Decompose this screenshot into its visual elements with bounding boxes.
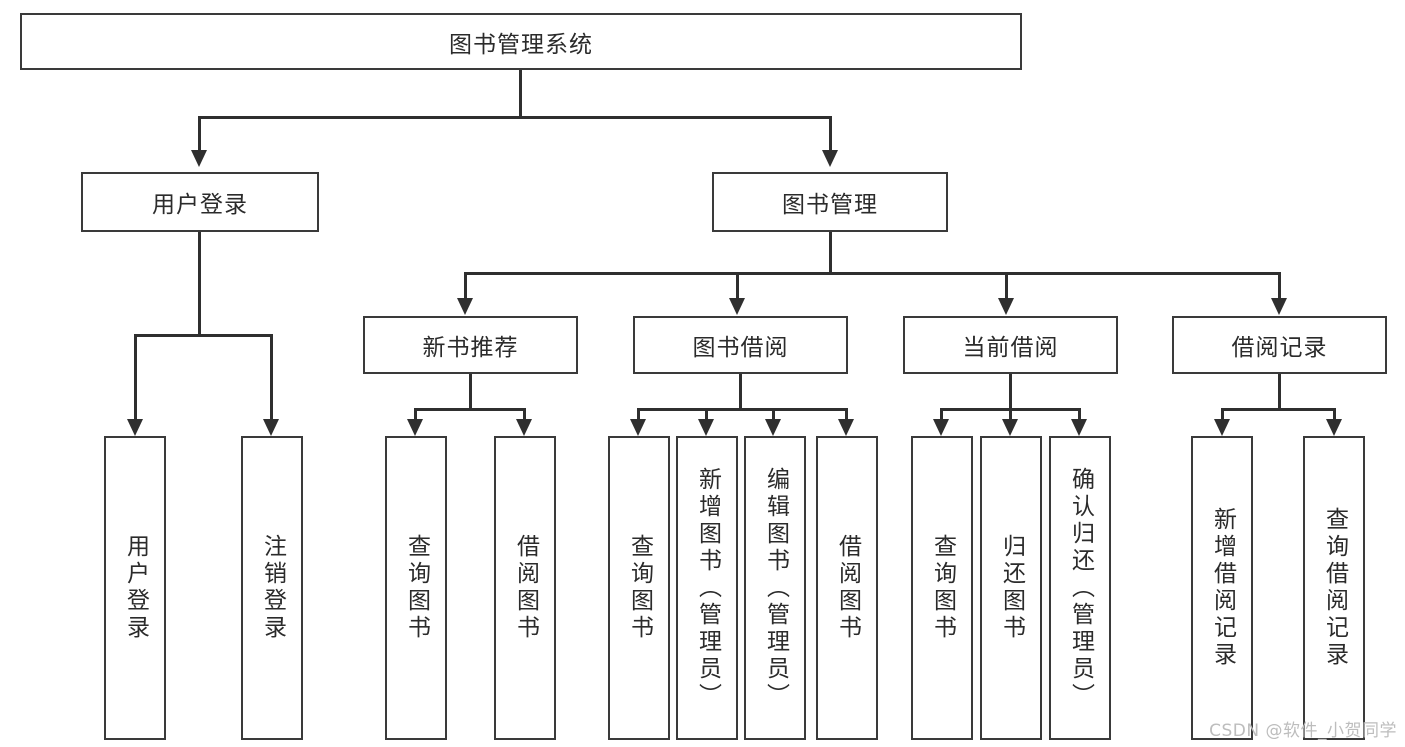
edge-bb-to-leaf-2 [772, 408, 775, 419]
node-label: 归还图书 [998, 534, 1025, 642]
edge-nb-to-leaf-1 [523, 408, 526, 419]
node-label: 用户登录 [152, 192, 248, 218]
leaf-query-book-new[interactable]: 查询图书 [385, 436, 447, 740]
node-label: 图书借阅 [692, 335, 789, 361]
edge-new-book-bus [414, 408, 526, 411]
edge-user-login-stem [198, 232, 201, 336]
leaf-return-book[interactable]: 归还图书 [980, 436, 1042, 740]
edge-book-manage-bus [464, 272, 1281, 275]
arrowhead-bb-leaf-2 [765, 419, 781, 436]
edge-bm-to-current-borrow [1005, 272, 1008, 298]
leaf-add-borrow-record[interactable]: 新增借阅记录 [1191, 436, 1253, 740]
edge-root-to-user-login [198, 116, 201, 150]
leaf-logout[interactable]: 注销登录 [241, 436, 303, 740]
arrowhead-new-book [457, 298, 473, 315]
edge-cb-to-leaf-1 [1009, 408, 1012, 419]
node-label: 查询图书 [929, 534, 956, 642]
edge-root-to-book-manage [829, 116, 832, 150]
node-label: 图书管理 [782, 192, 878, 218]
node-label: 查询借阅记录 [1321, 507, 1348, 669]
arrowhead-bb-leaf-1 [698, 419, 714, 436]
edge-book-borrow-bus [637, 408, 848, 411]
node-root-system[interactable]: 图书管理系统 [20, 13, 1022, 70]
edge-book-manage-stem [829, 232, 832, 274]
node-label: 注销登录 [259, 534, 286, 642]
arrowhead-cb-leaf-0 [933, 419, 949, 436]
edge-cb-to-leaf-0 [940, 408, 943, 419]
node-user-login[interactable]: 用户登录 [81, 172, 319, 232]
arrowhead-leaf-user-login [127, 419, 143, 436]
node-current-borrow[interactable]: 当前借阅 [903, 316, 1118, 374]
leaf-add-book-admin[interactable]: 新增图书（管理员） [676, 436, 738, 740]
node-label: 确认归还（管理员） [1067, 466, 1094, 710]
arrowhead-cb-leaf-1 [1002, 419, 1018, 436]
arrowhead-leaf-logout [263, 419, 279, 436]
arrowhead-book-borrow [729, 298, 745, 315]
node-label: 当前借阅 [962, 335, 1059, 361]
node-label: 借阅记录 [1231, 335, 1328, 361]
edge-br-to-leaf-1 [1333, 408, 1336, 419]
node-label: 图书管理系统 [449, 31, 593, 58]
edge-borrow-record-bus [1221, 408, 1336, 411]
node-label: 借阅图书 [834, 534, 861, 642]
leaf-confirm-return-admin[interactable]: 确认归还（管理员） [1049, 436, 1111, 740]
arrowhead-borrow-record [1271, 298, 1287, 315]
node-label: 借阅图书 [512, 534, 539, 642]
leaf-query-book-borrow[interactable]: 查询图书 [608, 436, 670, 740]
node-new-book-recommend[interactable]: 新书推荐 [363, 316, 578, 374]
edge-nb-to-leaf-0 [414, 408, 417, 419]
arrowhead-nb-leaf-0 [407, 419, 423, 436]
leaf-edit-book-admin[interactable]: 编辑图书（管理员） [744, 436, 806, 740]
node-book-manage[interactable]: 图书管理 [712, 172, 948, 232]
leaf-query-book-current[interactable]: 查询图书 [911, 436, 973, 740]
edge-user-login-bus [134, 334, 273, 337]
arrowhead-br-leaf-0 [1214, 419, 1230, 436]
leaf-query-borrow-record[interactable]: 查询借阅记录 [1303, 436, 1365, 740]
edge-user-login-to-leaf-0 [134, 334, 137, 419]
edge-root-stem [519, 70, 522, 118]
edge-cb-to-leaf-2 [1078, 408, 1081, 419]
edge-bm-to-new-book [464, 272, 467, 298]
edge-bm-to-borrow-record [1278, 272, 1281, 298]
edge-user-login-to-leaf-1 [270, 334, 273, 419]
edge-borrow-record-stem [1278, 374, 1281, 410]
arrowhead-bb-leaf-0 [630, 419, 646, 436]
node-book-borrow[interactable]: 图书借阅 [633, 316, 848, 374]
edge-current-borrow-stem [1009, 374, 1012, 410]
edge-br-to-leaf-0 [1221, 408, 1224, 419]
node-label: 新增图书（管理员） [694, 466, 721, 710]
node-label: 编辑图书（管理员） [762, 466, 789, 710]
arrowhead-nb-leaf-1 [516, 419, 532, 436]
edge-bm-to-book-borrow [736, 272, 739, 298]
arrowhead-user-login [191, 150, 207, 167]
node-label: 新增借阅记录 [1209, 507, 1236, 669]
edge-bb-to-leaf-1 [705, 408, 708, 419]
leaf-borrow-book[interactable]: 借阅图书 [816, 436, 878, 740]
edge-bb-to-leaf-3 [845, 408, 848, 419]
edge-book-borrow-stem [739, 374, 742, 410]
edge-new-book-stem [469, 374, 472, 410]
leaf-user-login[interactable]: 用户登录 [104, 436, 166, 740]
node-label: 新书推荐 [422, 335, 519, 361]
node-borrow-record[interactable]: 借阅记录 [1172, 316, 1387, 374]
arrowhead-bb-leaf-3 [838, 419, 854, 436]
arrowhead-current-borrow [998, 298, 1014, 315]
node-label: 用户登录 [122, 534, 149, 642]
leaf-borrow-book-new[interactable]: 借阅图书 [494, 436, 556, 740]
edge-bb-to-leaf-0 [637, 408, 640, 419]
csdn-watermark: CSDN @软件_小贺同学 [1209, 721, 1397, 741]
node-label: 查询图书 [403, 534, 430, 642]
node-label: 查询图书 [626, 534, 653, 642]
arrowhead-cb-leaf-2 [1071, 419, 1087, 436]
edge-root-bus [198, 116, 832, 119]
arrowhead-br-leaf-1 [1326, 419, 1342, 436]
arrowhead-book-manage [822, 150, 838, 167]
